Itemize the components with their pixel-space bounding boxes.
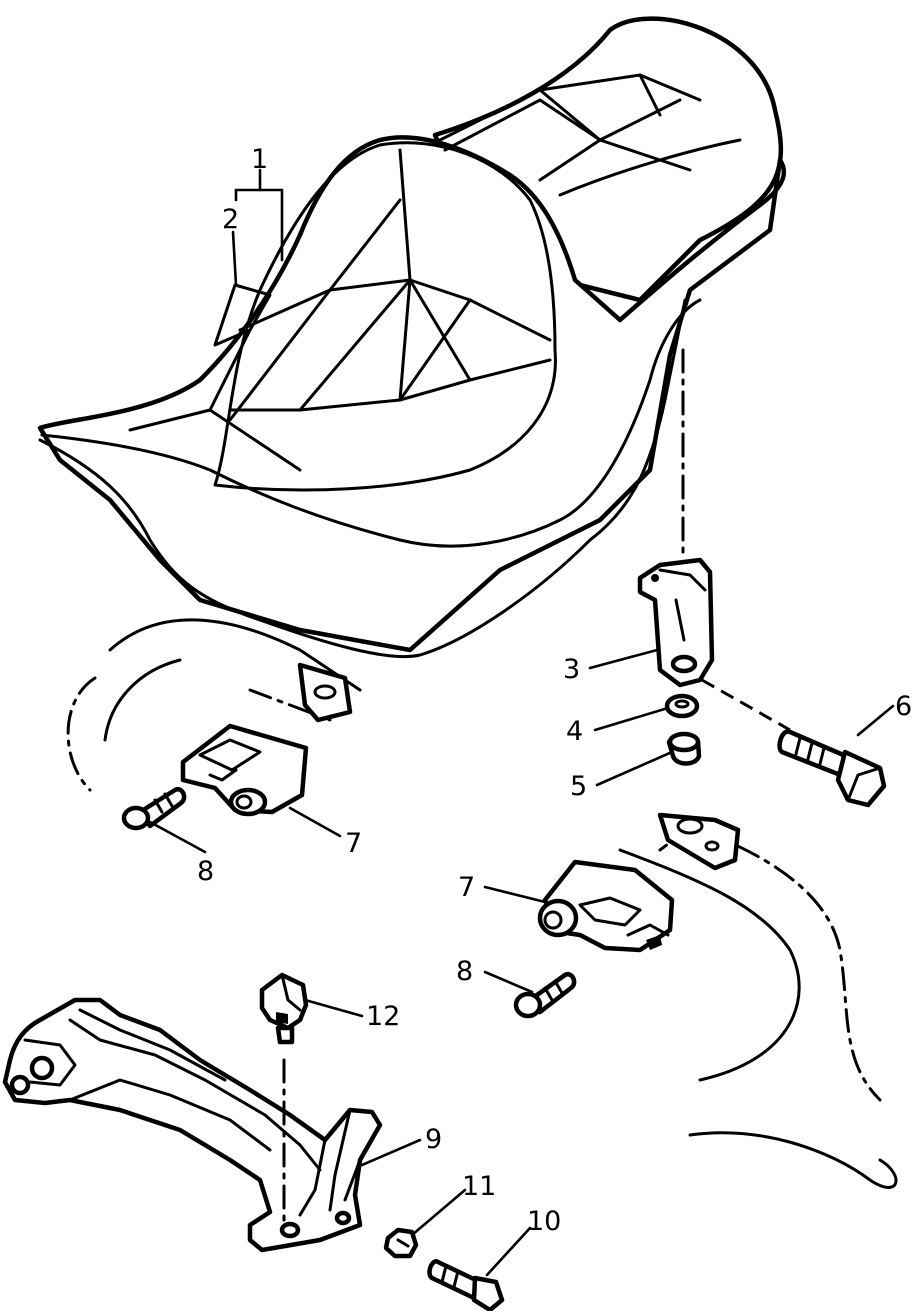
- seat-lock: [259, 972, 309, 1045]
- callout-7-upper: 7: [345, 828, 362, 859]
- frame-rail-left: [66, 618, 362, 792]
- nut: [383, 1227, 419, 1259]
- collar: [666, 731, 702, 766]
- callout-12: 12: [366, 1001, 400, 1032]
- callout-9: 9: [425, 1124, 442, 1155]
- alignment-line-bolt: [701, 678, 791, 732]
- callout-2: 2: [222, 204, 239, 235]
- screw-left: [121, 786, 187, 831]
- bolt: [427, 1259, 505, 1311]
- callout-7-lower: 7: [458, 872, 475, 903]
- callout-1: 1: [251, 144, 268, 175]
- callout-5: 5: [570, 771, 587, 802]
- seat-lock-bracket-right: [537, 812, 741, 953]
- callout-11: 11: [462, 1171, 496, 1202]
- flange-bolt: [777, 729, 887, 808]
- callout-3: 3: [563, 654, 580, 685]
- screw-right: [513, 971, 577, 1019]
- callout-10: 10: [527, 1206, 561, 1237]
- seat-assembly: [37, 16, 787, 659]
- callouts: 1 2 3 4 5 6 7 7 8 8 9 10 11 12: [197, 144, 912, 1237]
- frame-rail-right: [618, 818, 898, 1189]
- seat-bracket: [637, 557, 715, 688]
- callout-4: 4: [566, 716, 583, 747]
- callout-8-upper: 8: [197, 856, 214, 887]
- seat-lock-stay: [2, 997, 383, 1253]
- callout-8-lower: 8: [456, 956, 473, 987]
- seat-lock-bracket-left: [180, 662, 353, 817]
- washer: [664, 693, 700, 719]
- callout-6: 6: [895, 691, 912, 722]
- leader-lines: [148, 168, 895, 1277]
